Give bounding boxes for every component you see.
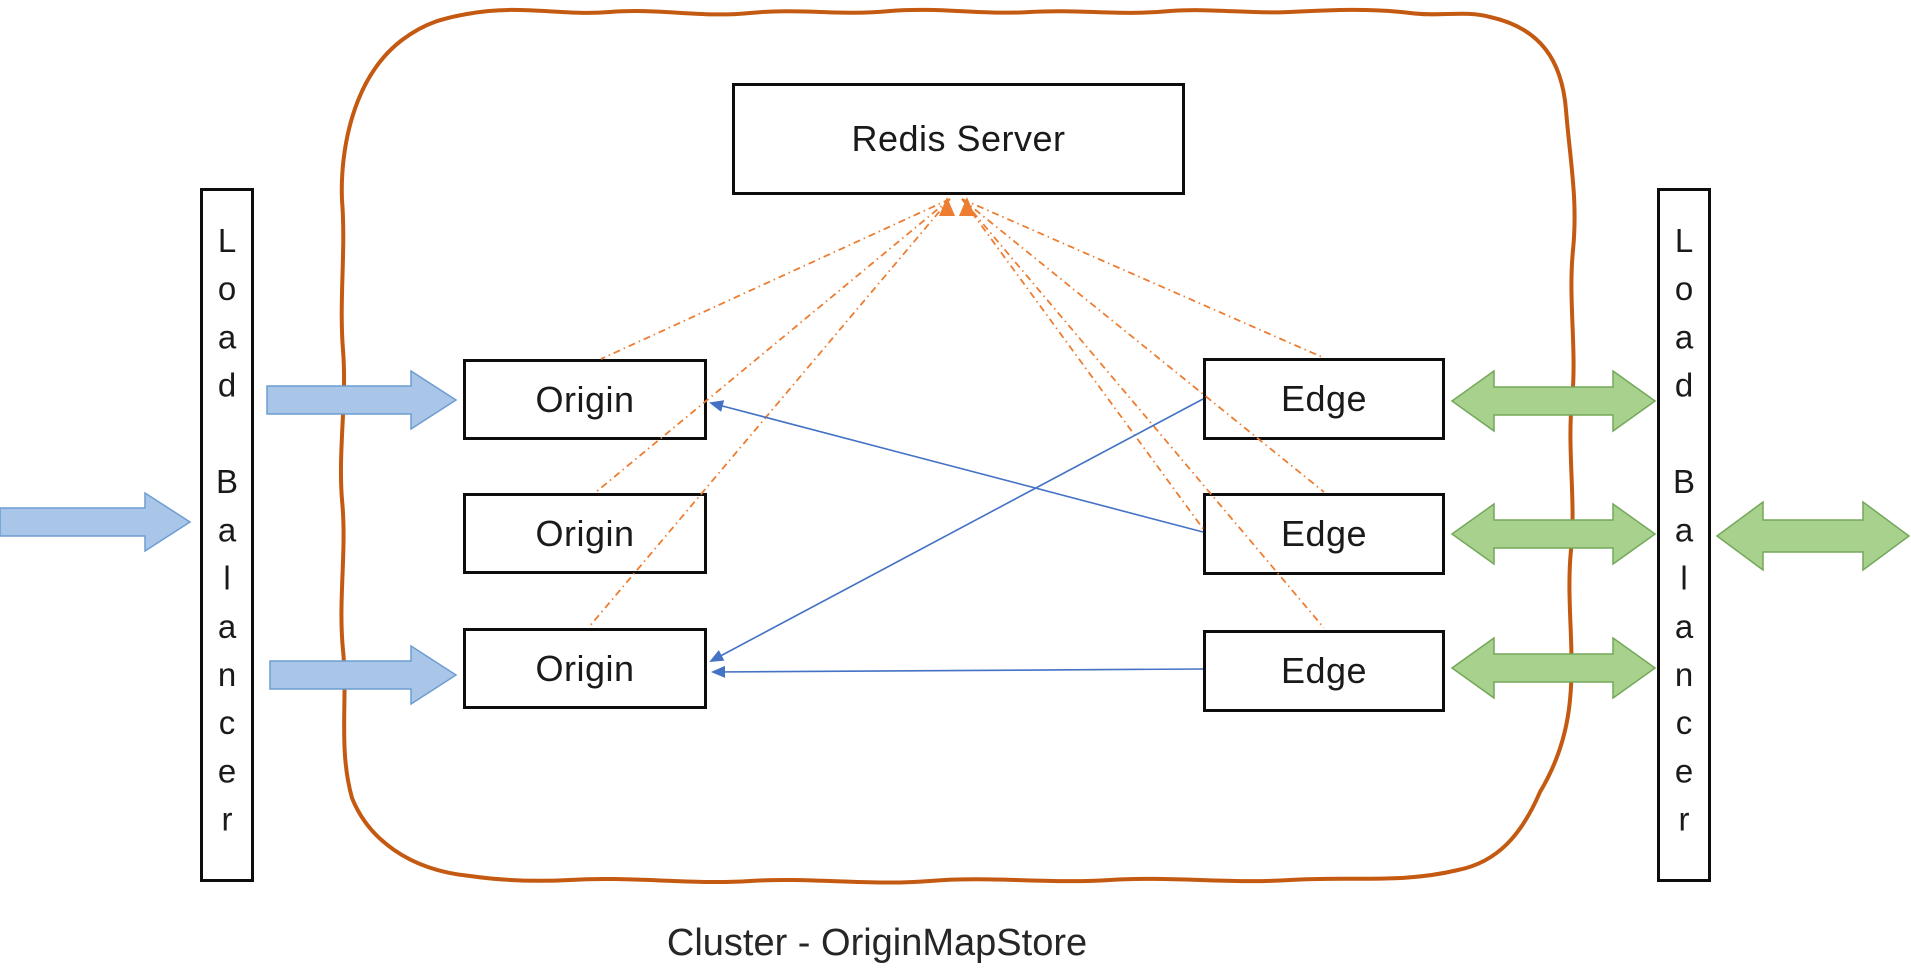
edge-box-1: Edge — [1203, 358, 1445, 440]
redis-arrowhead-left-icon — [939, 197, 955, 216]
redis-arrowhead-right-icon — [959, 197, 975, 216]
edge-label-2: Edge — [1280, 513, 1368, 554]
lb-external-double-arrow-icon — [1715, 500, 1911, 572]
origin-box-1: Origin — [463, 359, 707, 440]
edge1-to-origin3-connector — [709, 398, 1204, 662]
edge-box-2: Edge — [1203, 493, 1445, 575]
origin-label-3: Origin — [535, 647, 635, 689]
load-balancer-right-label: Load Balancer — [1665, 221, 1703, 849]
load-balancer-left-label: Load Balancer — [208, 221, 246, 849]
edge2-to-origin1-connector — [709, 400, 1204, 533]
origin-box-2: Origin — [463, 493, 707, 574]
lb-to-origin3-arrow-icon — [269, 644, 458, 706]
load-balancer-left-box: Load Balancer — [200, 188, 254, 882]
redis-edge-2-dash-link — [961, 198, 1325, 493]
redis-server-box: Redis Server — [732, 83, 1185, 195]
edge3-lb-double-arrow-icon — [1450, 636, 1657, 700]
origin-label-1: Origin — [535, 378, 635, 420]
redis-origin-1-dash-link — [600, 198, 951, 360]
edge-box-3: Edge — [1203, 630, 1445, 712]
redis-edge-1-dash-link — [961, 198, 1323, 358]
redis-edge-2-side-dash-link — [961, 198, 1205, 531]
edge1-lb-double-arrow-icon — [1450, 369, 1657, 433]
lb-to-origin1-arrow-icon — [266, 369, 458, 431]
edge-label-3: Edge — [1280, 650, 1368, 691]
origin-box-3: Origin — [463, 628, 707, 709]
edge3-to-origin3-connector — [711, 665, 1204, 678]
redis-server-label: Redis Server — [851, 118, 1066, 159]
redis-origin-2-dash-link — [595, 198, 951, 493]
edge2-lb-double-arrow-icon — [1450, 502, 1657, 566]
cluster-caption: Cluster - OriginMapStore — [666, 922, 1088, 964]
load-balancer-right-box: Load Balancer — [1657, 188, 1711, 882]
edge-label-1: Edge — [1280, 378, 1368, 419]
origin-label-2: Origin — [535, 512, 635, 554]
external-input-arrow-icon — [0, 491, 192, 553]
